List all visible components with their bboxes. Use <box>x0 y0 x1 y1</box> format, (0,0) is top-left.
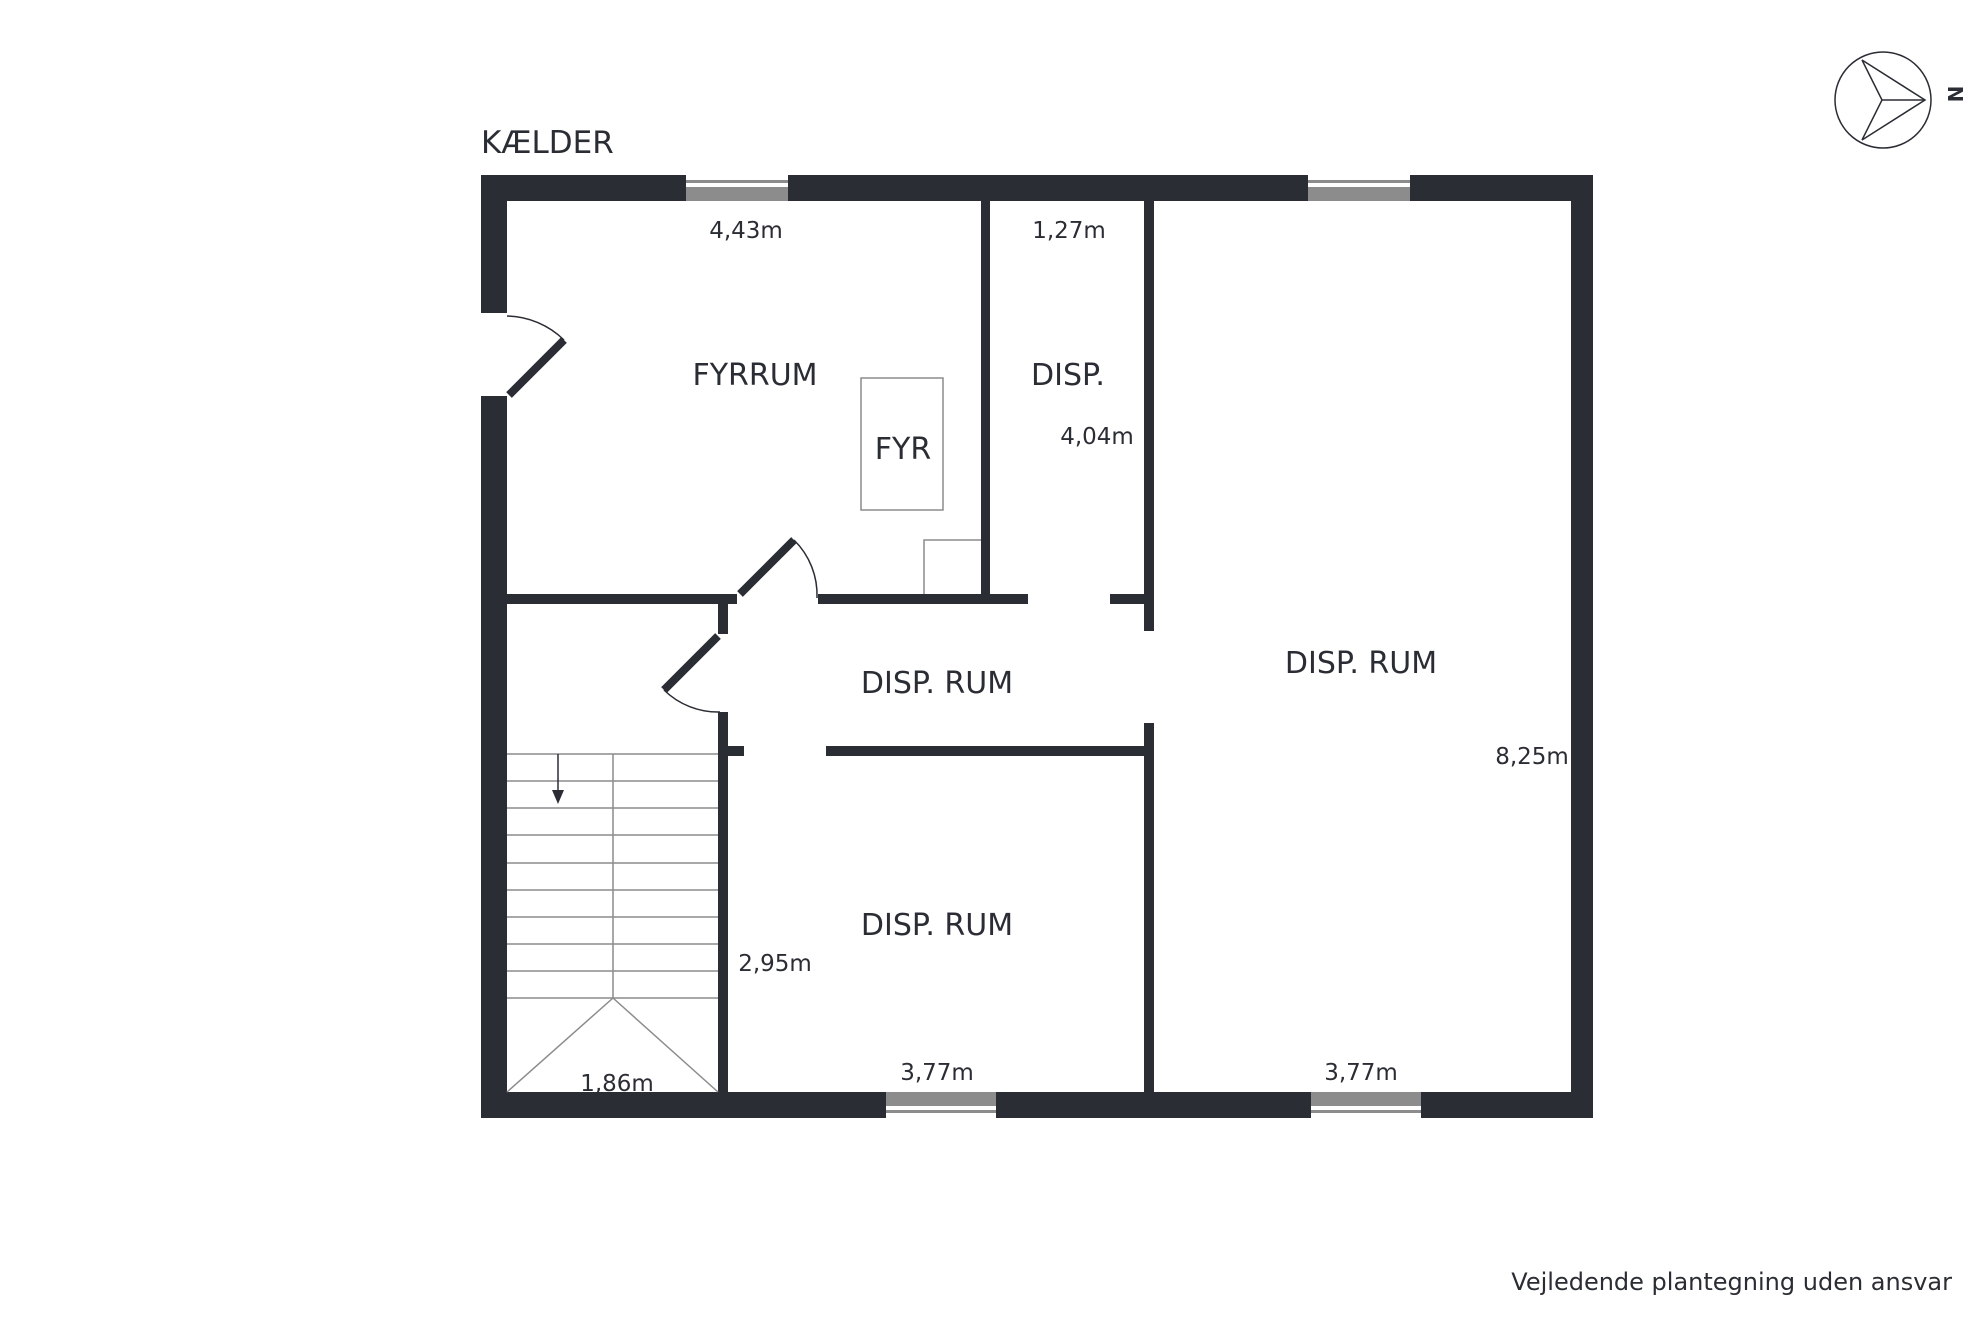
dim-disp-small-width: 1,27m <box>1032 218 1106 244</box>
outer-wall-top <box>481 175 1593 201</box>
room-labels: FYRRUM FYR DISP. DISP. RUM DISP. RUM DIS… <box>692 358 1437 943</box>
outer-wall-right <box>1571 175 1593 1118</box>
wall-hall-left-lower <box>718 712 728 1096</box>
staircase <box>506 753 719 1093</box>
wall-disp-bottom-stub <box>1110 594 1150 604</box>
wall-hall-left-upper <box>718 594 728 634</box>
wall-hall-bottom-stub <box>722 746 744 756</box>
floor-title: KÆLDER <box>481 125 614 161</box>
compass-icon <box>1834 51 1932 149</box>
window-top-left <box>686 175 788 201</box>
room-label-disp-rum-hall: DISP. RUM <box>861 666 1013 701</box>
dim-large-room-width: 3,77m <box>1324 1060 1398 1086</box>
dim-bottom-room-width: 3,77m <box>900 1060 974 1086</box>
doors <box>506 315 818 713</box>
dim-stair-width: 1,86m <box>580 1071 654 1097</box>
interior-walls <box>505 199 1154 1096</box>
window-bottom-right <box>1311 1092 1421 1118</box>
disclaimer-text: Vejledende plantegning uden ansvar <box>1511 1268 1952 1296</box>
dim-disp-small-depth: 4,04m <box>1060 424 1134 450</box>
room-label-disp-rum-bottom: DISP. RUM <box>861 908 1013 943</box>
window-top-right <box>1308 175 1410 201</box>
door-exterior-left <box>506 315 567 398</box>
dim-bottom-room-depth: 2,95m <box>738 951 812 977</box>
wall-fyrrum-bottom-right <box>818 594 1028 604</box>
room-label-disp-rum-large: DISP. RUM <box>1285 646 1437 681</box>
door-hall-to-stair <box>661 633 721 713</box>
wall-hall-bottom <box>826 746 1150 756</box>
compass-north-letter: N <box>1943 86 1967 103</box>
door-fyrrum <box>737 537 818 599</box>
wall-disp-large-vertical-upper <box>1144 199 1154 631</box>
dim-fyrrum-width: 4,43m <box>709 218 783 244</box>
dim-large-room-depth: 8,25m <box>1495 744 1569 770</box>
windows <box>686 175 1421 1118</box>
wall-disp-large-vertical-lower <box>1144 723 1154 1095</box>
room-label-fyr: FYR <box>875 432 931 467</box>
outer-wall-left-upper <box>481 175 507 313</box>
wall-fyrrum-disp-vertical <box>981 199 990 601</box>
stair-direction-arrow-icon <box>552 754 564 804</box>
outer-wall-left-lower <box>481 396 507 1118</box>
utility-box <box>923 539 981 594</box>
wall-fyrrum-bottom-left <box>505 594 737 604</box>
room-label-disp-small: DISP. <box>1031 358 1105 393</box>
dimension-labels: 4,43m 1,27m 4,04m 8,25m 2,95m 3,77m 3,77… <box>580 218 1569 1097</box>
room-label-fyrrum: FYRRUM <box>692 358 817 393</box>
window-bottom-middle <box>886 1092 996 1118</box>
fyr-box <box>860 377 944 511</box>
